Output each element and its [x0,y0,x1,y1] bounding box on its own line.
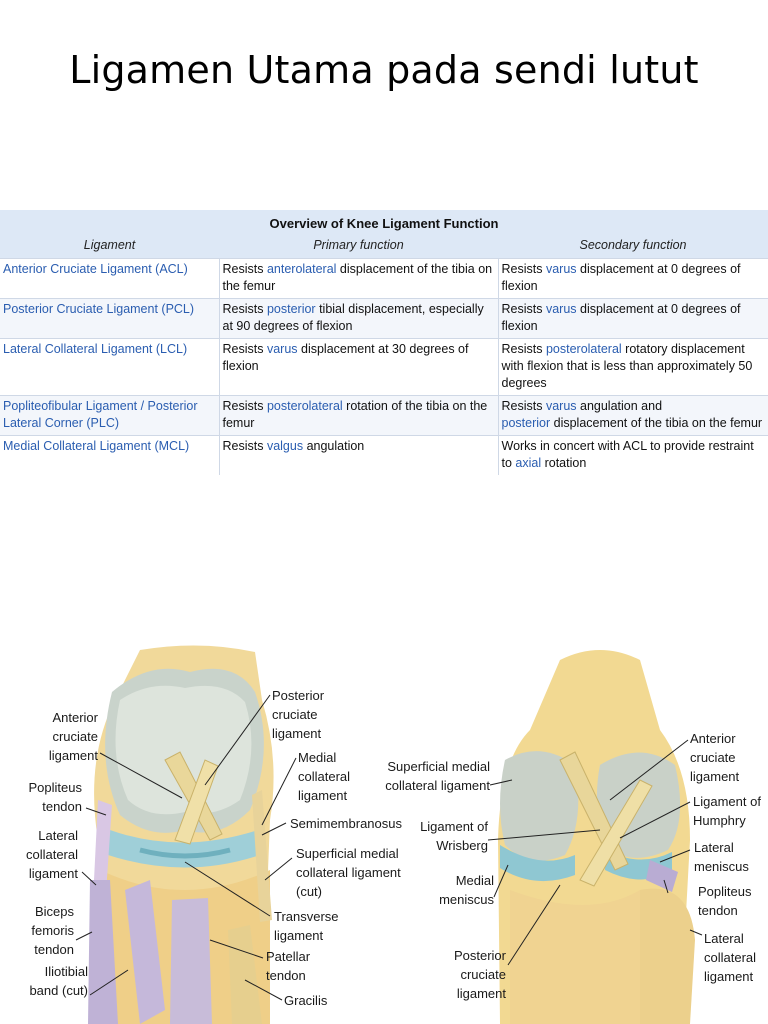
ligament-name: Medial Collateral Ligament (MCL) [0,435,220,475]
header-ligament: Ligament [0,234,219,259]
highlighted-term: posterior [501,416,551,430]
primary-function: Resists anterolateral displacement of th… [219,258,499,299]
highlighted-term: posterolateral [545,342,622,356]
header-secondary-function: Secondary function [498,234,768,259]
left-label-semimembranosus: Semimembranosus [290,816,402,831]
ligament-name: Posterior Cruciate Ligament (PCL) [0,298,220,339]
highlighted-term: valgus [266,439,304,453]
ligament-name: Anterior Cruciate Ligament (ACL) [0,258,220,299]
table-row: Lateral Collateral Ligament (LCL)Resists… [0,338,768,396]
highlighted-term: posterolateral [266,399,343,413]
highlighted-term: anterolateral [266,262,337,276]
secondary-function: Works in concert with ACL to provide res… [498,435,768,475]
secondary-function: Resists varus angulation and posterior d… [498,395,768,436]
highlighted-term: varus [545,302,577,316]
highlighted-term: posterior [266,302,316,316]
table-row: Anterior Cruciate Ligament (ACL)Resists … [0,258,768,299]
ligament-name: Popliteofibular Ligament / Posterior Lat… [0,395,220,436]
header-primary-function: Primary function [219,234,498,259]
right-leader-lines [487,739,703,966]
table-caption: Overview of Knee Ligament Function [0,210,768,234]
highlighted-term: axial [515,456,542,470]
ligament-name: Lateral Collateral Ligament (LCL) [0,338,220,396]
secondary-function: Resists posterolateral rotatory displace… [498,338,768,396]
table-row: Posterior Cruciate Ligament (PCL)Resists… [0,298,768,339]
left-knee-illustration [88,645,274,1024]
left-label-gracilis: Gracilis [284,993,328,1008]
table-row: Medial Collateral Ligament (MCL)Resists … [0,435,768,475]
secondary-function: Resists varus displacement at 0 degrees … [498,258,768,299]
primary-function: Resists varus displacement at 30 degrees… [219,338,499,396]
table-row: Popliteofibular Ligament / Posterior Lat… [0,395,768,436]
right-knee-illustration [498,650,695,1024]
highlighted-term: varus [266,342,298,356]
highlighted-term: varus [545,399,577,413]
ligament-table: Overview of Knee Ligament Function Ligam… [0,210,768,475]
primary-function: Resists valgus angulation [219,435,499,475]
primary-function: Resists posterior tibial displacement, e… [219,298,499,339]
slide-title: Ligamen Utama pada sendi lutut [69,48,699,92]
primary-function: Resists posterolateral rotation of the t… [219,395,499,436]
left-leader-lines [75,694,297,1001]
secondary-function: Resists varus displacement at 0 degrees … [498,298,768,339]
highlighted-term: varus [545,262,577,276]
table-body: Anterior Cruciate Ligament (ACL)Resists … [0,258,768,475]
